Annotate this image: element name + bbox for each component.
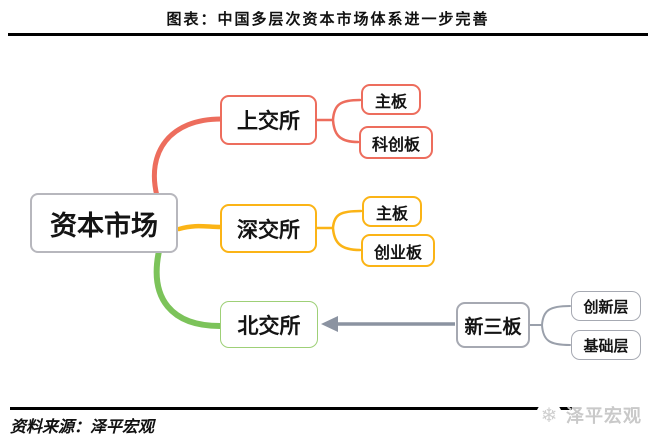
node-base-layer: 基础层 bbox=[571, 330, 641, 360]
page-title: 图表：中国多层次资本市场体系进一步完善 bbox=[166, 11, 490, 28]
node-shenzhen-exchange: 深交所 bbox=[220, 204, 317, 253]
arrowhead-left-icon bbox=[321, 316, 338, 332]
snowflake-icon: ❄ bbox=[536, 402, 562, 428]
watermark-text: 泽平宏观 bbox=[566, 406, 642, 426]
watermark-logo: ❄ 泽平宏观 bbox=[536, 402, 642, 428]
node-shanghai-exchange: 上交所 bbox=[220, 95, 317, 145]
fork-szse bbox=[315, 209, 363, 252]
node-neeq: 新三板 bbox=[456, 302, 530, 348]
node-capital-market: 资本市场 bbox=[30, 193, 178, 253]
node-sse-main-board: 主板 bbox=[361, 84, 421, 115]
node-szse-main-board: 主板 bbox=[362, 196, 422, 227]
node-innovation-layer: 创新层 bbox=[571, 291, 641, 321]
fork-neeq bbox=[529, 305, 571, 346]
node-star-market: 科创板 bbox=[359, 126, 433, 159]
source-note: 资料来源：泽平宏观 bbox=[10, 419, 155, 436]
branch-curve-szse bbox=[176, 223, 224, 232]
branch-curve-sse bbox=[151, 116, 224, 199]
fork-sse bbox=[315, 98, 362, 144]
branch-curve-bse bbox=[153, 248, 223, 329]
node-beijing-exchange: 北交所 bbox=[220, 301, 318, 348]
node-chinext-board: 创业板 bbox=[361, 234, 435, 267]
title-underline bbox=[8, 33, 648, 36]
footer-rule bbox=[10, 407, 572, 410]
